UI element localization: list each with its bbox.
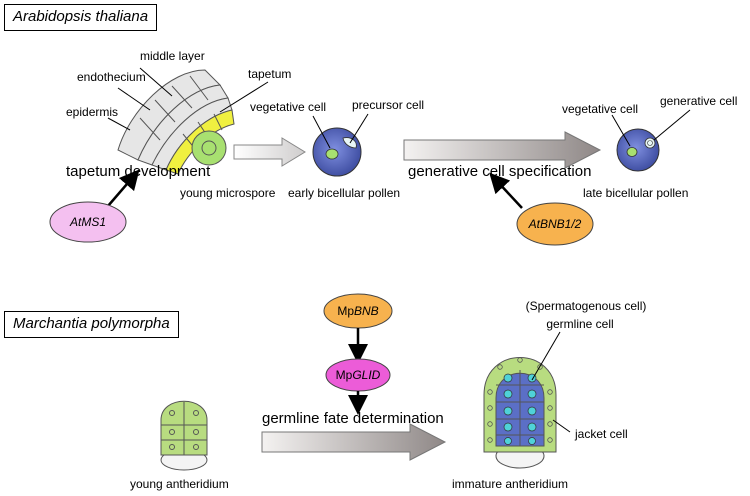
late-bicellular-pollen xyxy=(616,128,660,172)
young-antheridium xyxy=(160,400,208,471)
label-precursor-cell: precursor cell xyxy=(352,98,425,112)
arrow-microspore-to-early xyxy=(233,137,306,167)
atbnb-node xyxy=(516,202,594,246)
section-label-arabidopsis: Arabidopsis thaliana xyxy=(4,4,158,31)
section-label-marchantia: Marchantia polymorpha xyxy=(4,311,179,338)
label-vegetative-cell-late: vegetative cell xyxy=(562,102,639,116)
immature-antheridium xyxy=(483,357,557,469)
label-tapetum-development: tapetum development xyxy=(66,163,211,180)
young-microspore xyxy=(191,130,227,166)
arrow-generative-specification xyxy=(403,131,602,169)
label-epidermis: epidermis xyxy=(66,105,119,119)
label-young-antheridium: young antheridium xyxy=(130,477,229,491)
gene-mpbnb: MpBNB xyxy=(337,304,379,318)
label-early-bicellular-pollen: early bicellular pollen xyxy=(288,186,401,200)
label-tapetum: tapetum xyxy=(248,67,292,81)
jacket-cell-dots xyxy=(487,357,553,443)
label-young-microspore: young microspore xyxy=(180,186,276,200)
label-generative-cell: generative cell xyxy=(660,94,738,108)
label-middle-layer: middle layer xyxy=(140,49,205,63)
label-germline-fate-determination: germline fate determination xyxy=(262,410,444,427)
label-spermatogenous-cell: (Spermatogenous cell) xyxy=(525,299,647,313)
atbnb-arrow xyxy=(489,172,523,209)
label-immature-antheridium: immature antheridium xyxy=(452,477,569,491)
early-bicellular-pollen xyxy=(312,127,362,177)
label-endothecium: endothecium xyxy=(77,70,146,84)
anther-leaders xyxy=(107,67,269,131)
label-jacket-cell: jacket cell xyxy=(575,427,628,441)
gene-atbnb: AtBNB1/2 xyxy=(528,217,582,231)
arrow-germline-determination xyxy=(261,423,447,461)
gene-mpglid: MpGLID xyxy=(335,368,381,382)
label-germline-cell: germline cell xyxy=(546,317,614,331)
gene-atms1: AtMS1 xyxy=(69,215,107,229)
atms1-node xyxy=(49,201,127,243)
label-generative-cell-specification: generative cell specification xyxy=(408,163,592,180)
label-vegetative-cell-early: vegetative cell xyxy=(250,100,327,114)
atms1-arrow xyxy=(107,169,140,207)
label-late-bicellular-pollen: late bicellular pollen xyxy=(583,186,689,200)
